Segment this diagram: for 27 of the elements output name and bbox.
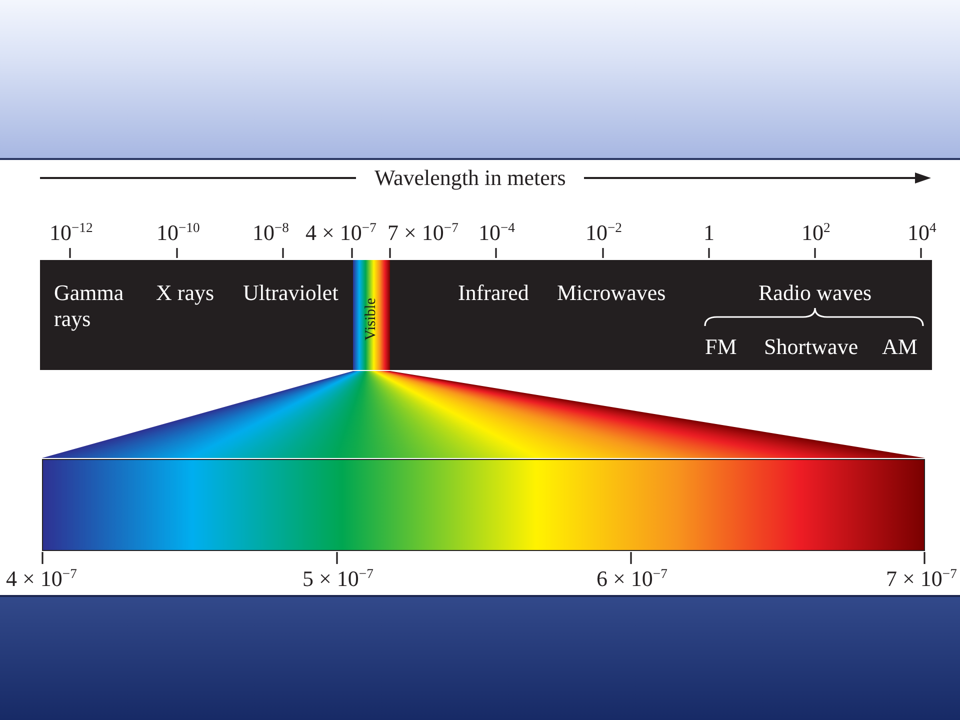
band-label: Radio waves bbox=[758, 280, 872, 306]
tick-label: 5 × 10$^{−7}$ bbox=[302, 566, 374, 592]
tick-label: 4 × 10$^{−7}$ bbox=[6, 566, 77, 592]
band-label: Shortwave bbox=[764, 334, 858, 360]
band-label: Microwaves bbox=[557, 280, 666, 306]
band-label: Gamma rays bbox=[54, 280, 125, 332]
spectrum-band bbox=[40, 260, 932, 370]
tick-label: 10$^{−4}$ bbox=[478, 220, 515, 246]
tick-label: 10$^{−2}$ bbox=[586, 220, 622, 246]
band-label: Ultraviolet bbox=[243, 280, 338, 306]
tick-label: 4 × 10$^{−7}$ bbox=[306, 220, 376, 246]
tick-label: 10$^{−10}$ bbox=[156, 220, 200, 246]
band-label: Infrared bbox=[458, 280, 529, 306]
band-label: AM bbox=[882, 334, 918, 360]
band-label: X rays bbox=[156, 280, 214, 306]
visible-strip bbox=[353, 260, 390, 370]
band-label: FM bbox=[705, 334, 737, 360]
tick-label: 10$^{−8}$ bbox=[252, 220, 289, 246]
axis-title: Wavelength in meters bbox=[374, 165, 566, 191]
tick-label: 6 × 10$^{−7}$ bbox=[596, 566, 668, 592]
tick-label: 7 × 10$^{−7}$ bbox=[886, 566, 957, 592]
tick-label: 10$^{4}$ bbox=[908, 220, 936, 246]
band-label: Visible bbox=[363, 298, 380, 340]
tick-label: 7 × 10$^{−7}$ bbox=[388, 220, 458, 246]
tick-label: 10$^{2}$ bbox=[802, 220, 830, 246]
tick-label: 10$^{−12}$ bbox=[50, 220, 93, 246]
tick-label: 1 bbox=[704, 220, 714, 246]
